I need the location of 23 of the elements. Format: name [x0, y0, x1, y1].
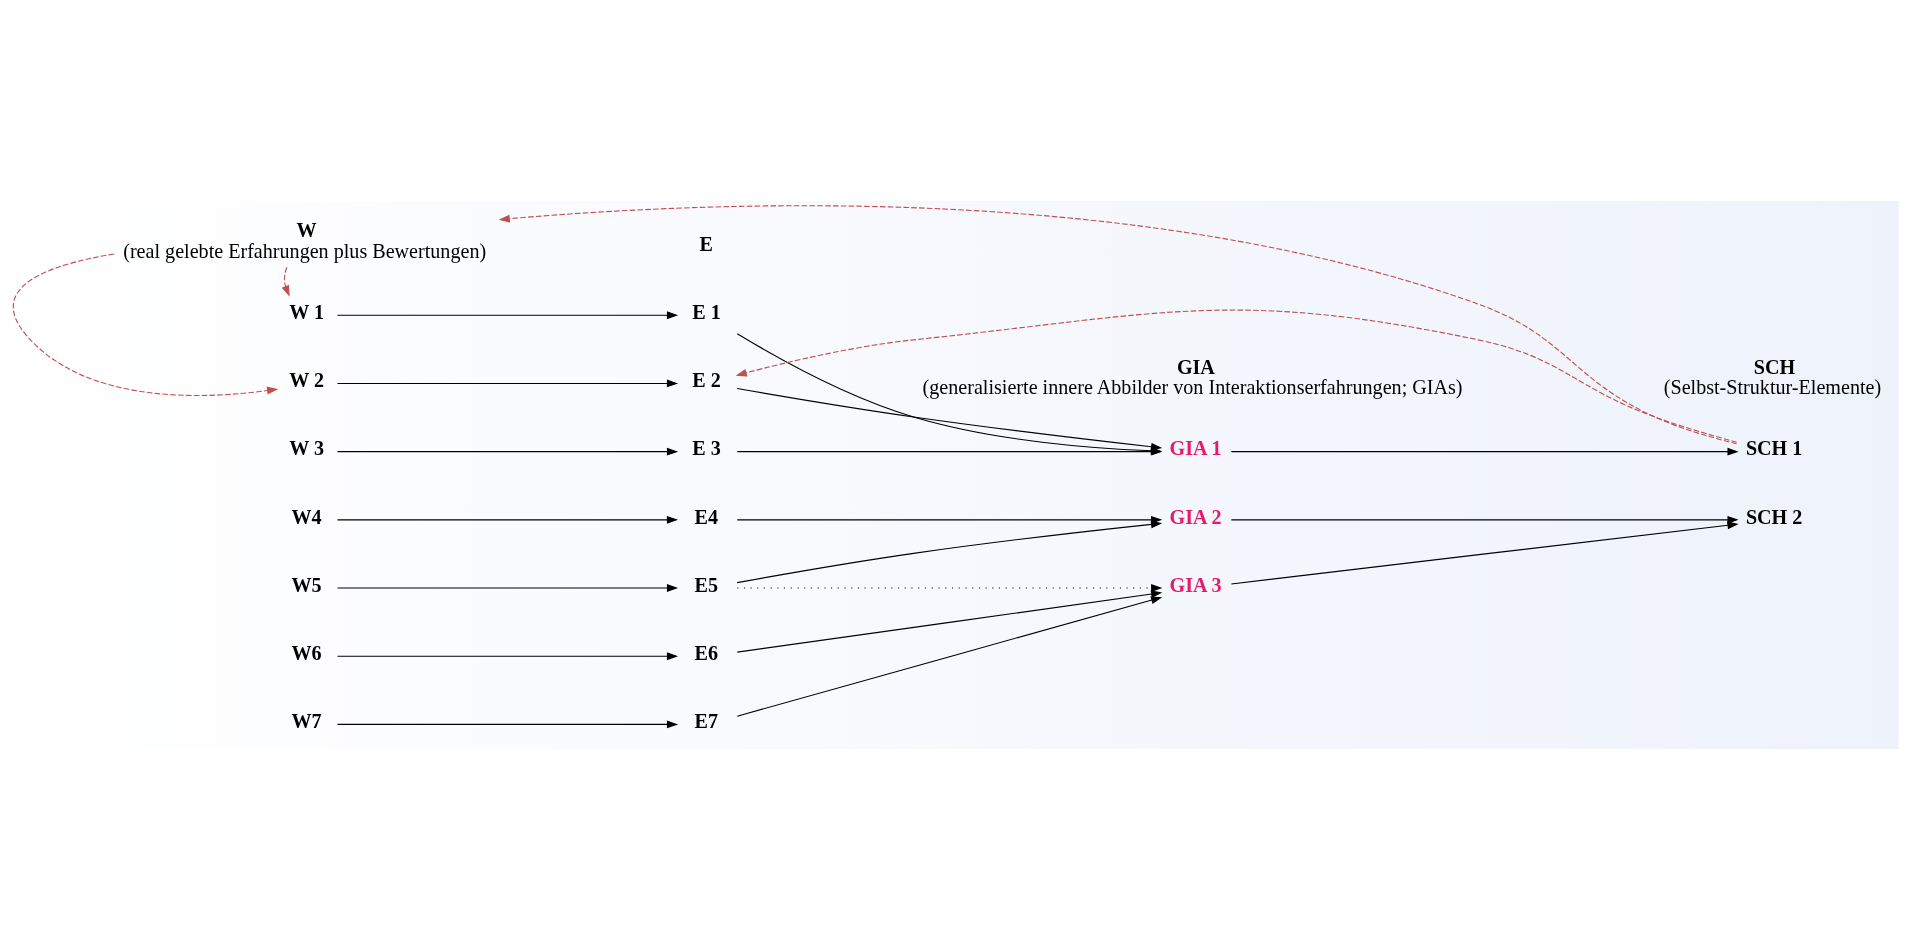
node-text: W (real gelebte Erfahrungen plus Bewertungen)	[123, 218, 487, 262]
node-text: GIA 1	[1169, 436, 1222, 459]
node-text: W7	[291, 709, 322, 732]
node-text: GIA 3	[1169, 573, 1222, 596]
node-text: W 2	[289, 368, 325, 391]
node-text: E	[699, 232, 713, 255]
node-text: E 1	[692, 300, 721, 323]
node-text: GIA (generalisierte innere Abbilder von Interaktionserfahrungen; GIAs)	[922, 355, 1463, 398]
node-text: E4	[694, 505, 718, 528]
node-text: SCH 2	[1745, 505, 1803, 528]
node-text: E 3	[692, 436, 721, 459]
node-text: W 1	[289, 300, 325, 323]
node-text: E5	[694, 573, 718, 596]
node-text: W4	[291, 505, 322, 528]
node-text: W5	[291, 573, 322, 596]
node-text: E7	[694, 709, 718, 732]
node-text: E6	[694, 641, 718, 664]
node-text: E 2	[692, 368, 721, 391]
node-text: W 3	[289, 436, 325, 459]
node-text: GIA 2	[1169, 505, 1222, 528]
node-text: SCH 1	[1745, 436, 1803, 459]
node-text: SCH (Selbst-Struktur-Elemente)	[1663, 355, 1882, 398]
node-text: W6	[291, 641, 322, 664]
